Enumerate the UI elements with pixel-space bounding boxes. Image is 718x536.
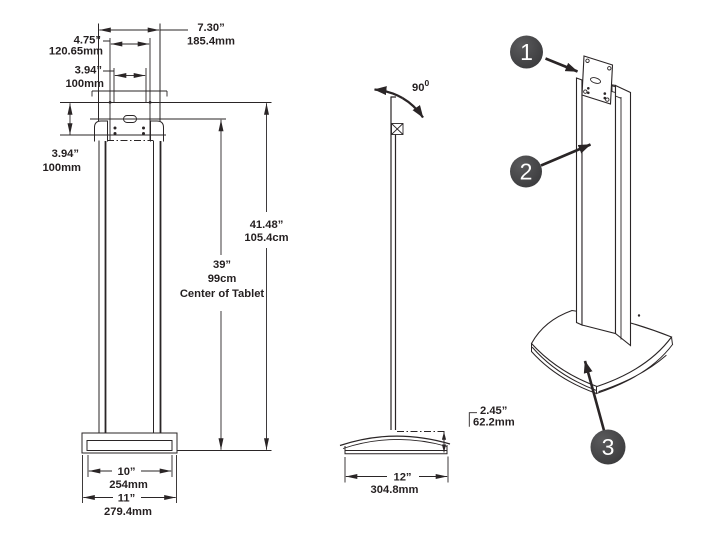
side-base-dome [339,435,451,447]
plate-slot-oval [123,115,137,123]
label-vesa-width-in: 3.94” [75,65,102,77]
label-tablet-center-in: 39” [213,259,231,271]
label-rotation-angle: 900 [412,78,429,94]
callout-1-number: 1 [520,39,533,65]
side-bracket-tabs [94,120,164,142]
label-top-width-mm: 185.4mm [187,36,235,48]
side-base-plate [344,445,448,455]
plate-slot-oval-3d [590,77,601,84]
front-view: 7.30” 185.4mm 4.75” 120.65mm 3.94” 100mm… [42,22,288,518]
base-outline [81,432,178,454]
mount-screw-dots [113,126,145,135]
vesa-corner-dot-right [148,101,152,104]
pole-front-face [581,79,617,335]
callout-2-arrow [540,143,592,167]
side-view: 900 2.45” 62.2mm 12” 304.8mm [339,78,515,496]
label-tablet-center-cm: 99cm [208,273,237,285]
label-total-height-in: 41.48” [250,219,284,231]
pole-edges-thin [98,140,154,434]
label-base-inner-in: 10” [117,466,135,478]
label-base-height-mm: 62.2mm [473,417,515,429]
callout-3-badge [590,429,626,465]
height-extension-lines [82,450,272,503]
callout-1-arrow [545,57,578,73]
base-skirt [531,336,674,395]
pole-side-detail-line [615,95,622,340]
vesa-row-lines [60,102,272,136]
plate-screw-dots-3d [587,87,607,100]
rotation-arc-right [401,97,424,119]
plate-corner-screws [583,58,612,102]
label-base-width-mm: 279.4mm [104,506,152,518]
pole-clamp-hook [611,85,616,94]
label-base-depth-in: 12” [393,472,411,484]
label-base-depth-mm: 304.8mm [371,484,419,496]
pole-left-face [575,77,583,326]
callout-1-badge [510,35,543,69]
vesa-corner-dot-left [108,101,112,104]
label-top-width-in: 7.30” [197,22,224,34]
label-base-width-in: 11” [118,493,135,505]
side-base-dome-lip [342,439,448,449]
dim-245-arrow-down [441,444,447,453]
pole-side-face [614,84,632,347]
dim-245-leader-bracket [468,412,477,427]
label-vesa-width-mm: 100mm [65,78,104,90]
dim-12-extensions [344,456,449,483]
vesa-mount-plate [581,55,614,105]
label-vesa-height-mm: 100mm [42,162,81,174]
side-mount-bracket [391,123,404,135]
side-pole [390,96,397,430]
label-vesa-height-in: 3.94” [52,148,79,160]
dim-245-arrow-up [441,431,447,440]
callout-3-arrow [583,360,606,431]
label-tablet-center-note: Center of Tablet [180,288,265,300]
extension-and-leader-lines [103,38,151,141]
side-mount-bracket-cross [391,123,404,135]
label-plate-width-mm: 120.65mm [49,46,103,58]
label-base-inner-mm: 254mm [109,479,148,491]
callout-2-badge [510,155,542,188]
label-total-height-cm: 105.4cm [244,232,288,244]
label-plate-width-in: 4.75” [74,35,101,47]
clamp-bar [91,90,168,97]
mount-plate-edges [98,23,161,122]
label-base-height-in: 2.45” [480,405,507,417]
pole-edges-thick [104,141,162,433]
rotation-arc-left [374,86,403,99]
base-screw-dot [637,314,641,317]
perspective-view: 1 2 3 [510,35,674,465]
callout-3-number: 3 [602,434,615,460]
callout-2-number: 2 [520,159,533,185]
